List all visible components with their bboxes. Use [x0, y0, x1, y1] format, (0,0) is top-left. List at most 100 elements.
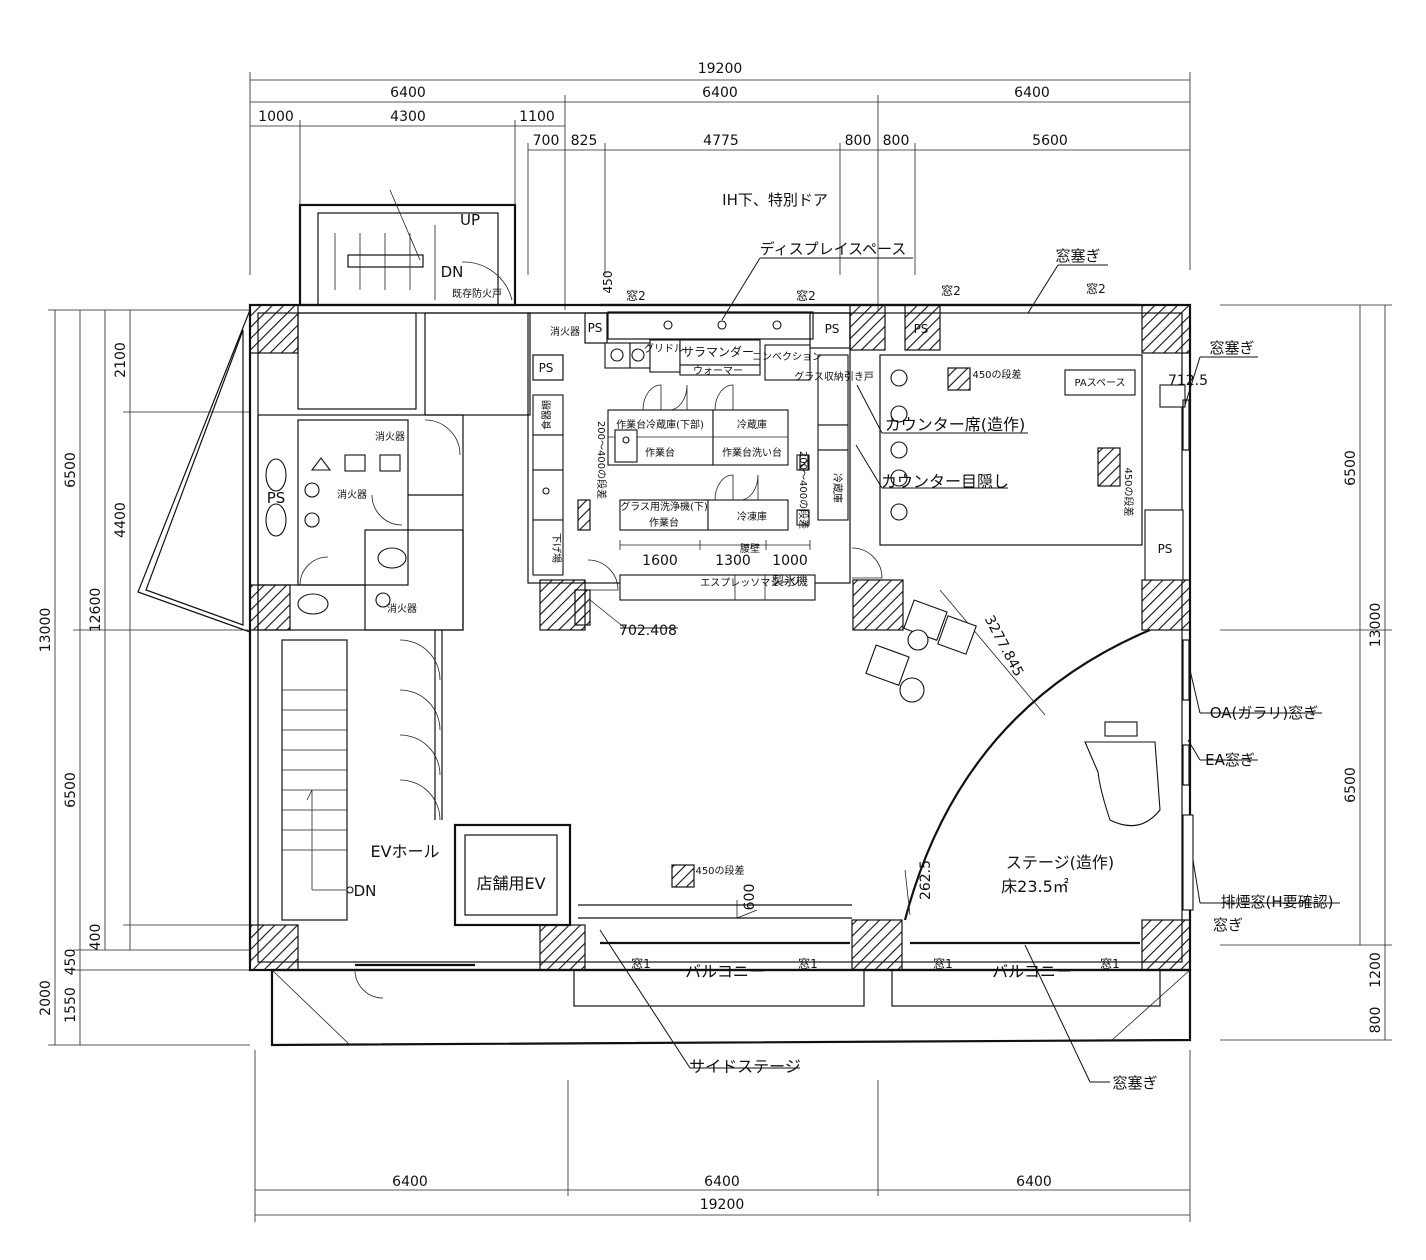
- left-dimension-chain: 13000 2000 6500 6500 450 1550 12600 2100…: [38, 309, 250, 1046]
- label-window1-b: 窓1: [798, 956, 818, 971]
- balcony-windows: [355, 303, 1140, 967]
- label-dim-1000: 1000: [772, 553, 808, 569]
- label-pa-space: PAスペース: [1074, 378, 1125, 389]
- label-display-space: ディスプレイスペース: [760, 240, 907, 258]
- right-dimension-chain: 6500 6500 13000 1200 800: [1220, 304, 1392, 1041]
- label-side-stage: サイドステージ: [689, 1057, 801, 1076]
- label-ps-1: PS: [588, 321, 603, 335]
- label-espresso: エスプレッソマシーン: [700, 577, 800, 589]
- label-dish-rack: 食器棚: [540, 400, 553, 430]
- label-salamander: サラマンダー: [682, 344, 754, 359]
- label-downsink: 下げ場: [550, 533, 563, 563]
- label-step-450-c: 450の段差: [695, 864, 744, 877]
- dim-top-r2-3: 1100: [519, 109, 555, 125]
- label-ps-5: PS: [1158, 542, 1173, 556]
- label-ps-3: PS: [825, 322, 840, 336]
- dim-right-800: 800: [1368, 1007, 1384, 1034]
- label-griddle: グリドル: [644, 342, 684, 355]
- dim-top-r3-3: 4775: [703, 133, 739, 149]
- ev-hall-walls: [354, 630, 572, 999]
- dim-top-r2-2: 4300: [390, 109, 426, 125]
- dim-top-2: 6400: [702, 85, 738, 101]
- dim-right-1200: 1200: [1368, 952, 1384, 988]
- label-warmer: ウォーマー: [693, 365, 743, 377]
- label-window2-c: 窓2: [941, 283, 961, 298]
- label-dn-bottom: DN: [354, 882, 377, 900]
- label-step-200-400-a: 200〜400の段差: [595, 421, 608, 499]
- label-dim-600: 600: [742, 884, 758, 911]
- label-worktable: 作業台: [645, 446, 675, 459]
- dim-bottom-total: 19200: [700, 1197, 745, 1213]
- label-balcony-a: バルコニー: [685, 962, 765, 981]
- label-stage-area: 床23.5㎡: [1001, 877, 1069, 896]
- label-smoke-window-2: 窓ぎ: [1213, 916, 1243, 934]
- dim-right-6500-a: 6500: [1343, 450, 1359, 486]
- dim-left-1550: 1550: [63, 987, 79, 1023]
- label-dn-top: DN: [441, 263, 464, 281]
- dim-left-450: 450: [63, 949, 79, 976]
- label-ea-window: EA窓ぎ: [1205, 751, 1255, 769]
- dim-left-2000: 2000: [38, 980, 54, 1016]
- structural-columns: [249, 304, 1191, 971]
- label-window-seal-right: 窓塞ぎ: [1209, 339, 1254, 357]
- label-window1-a: 窓1: [631, 956, 651, 971]
- label-worktable-2: 作業台: [649, 516, 679, 529]
- label-window2-d: 窓2: [1086, 281, 1106, 296]
- label-window1-d: 窓1: [1100, 956, 1120, 971]
- label-smoke-window-1: 排煙窓(H要確認): [1221, 893, 1334, 911]
- dim-left-400: 400: [88, 924, 104, 951]
- leader-lines: [599, 257, 1340, 1083]
- label-dim-1300: 1300: [715, 553, 751, 569]
- dim-top-r3-4: 800: [845, 133, 872, 149]
- label-step-450-a: 450の段差: [972, 368, 1021, 381]
- label-convection: コンベクション: [752, 351, 822, 363]
- dim-left-6500-b: 6500: [63, 772, 79, 808]
- bottom-dimension-chain: 6400 6400 6400 19200: [254, 1050, 1191, 1222]
- label-stage: ステージ(造作): [1006, 853, 1114, 872]
- dim-top-r3-2: 825: [571, 133, 598, 149]
- label-waist-wall: 腰壁: [740, 542, 760, 555]
- dim-left-4400: 4400: [113, 502, 129, 538]
- left-service-core: [257, 189, 531, 921]
- dining-area: [578, 354, 1194, 921]
- label-glass-storage: グラス収納引き戸: [794, 370, 874, 383]
- label-fire-door: 既存防火戸: [452, 287, 502, 300]
- label-fire-ext-1: 消火器: [550, 325, 580, 338]
- lower-stair-treads: [282, 689, 347, 851]
- kitchen: [527, 311, 883, 629]
- label-fire-ext-2: 消火器: [375, 430, 405, 443]
- label-fridge-table: 作業台冷蔵庫(下部): [616, 418, 704, 431]
- label-fire-ext-4: 消火器: [387, 602, 417, 615]
- label-window2-a: 窓2: [626, 288, 646, 303]
- label-oa-window: OA(ガラリ)窓ぎ: [1210, 704, 1319, 722]
- label-ih-door: IH下、特別ドア: [722, 191, 828, 209]
- label-ev-hall: EVホール: [370, 842, 439, 861]
- dim-left-13000: 13000: [38, 608, 54, 653]
- label-up: UP: [460, 211, 480, 229]
- label-worktable-sink: 作業台洗い台: [722, 446, 782, 459]
- dim-top-r3-5: 800: [883, 133, 910, 149]
- label-balcony-b: バルコニー: [992, 962, 1072, 981]
- label-ps-4: PS: [914, 322, 929, 336]
- dim-top-total: 19200: [698, 61, 743, 77]
- label-window-seal-top: 窓塞ぎ: [1055, 247, 1100, 265]
- top-dimension-chain: 19200 6400 6400 6400 1000 4300 1100 700 …: [249, 61, 1191, 310]
- label-freezer: 冷凍庫: [737, 510, 767, 523]
- dim-top-3: 6400: [1014, 85, 1050, 101]
- label-step-200-400-b: 200〜400の段差: [797, 451, 810, 529]
- dim-right-13000: 13000: [1368, 603, 1384, 648]
- dim-top-r3-1: 700: [533, 133, 560, 149]
- dim-left-2100: 2100: [113, 342, 129, 378]
- label-ice-machine: 製氷機: [772, 573, 808, 588]
- dim-top-r3-6: 5600: [1032, 133, 1068, 149]
- label-dishwasher: グラス用洗浄機(下): [620, 500, 708, 513]
- dim-left-12600: 12600: [88, 588, 104, 633]
- dim-top-1: 6400: [390, 85, 426, 101]
- label-step-450-v: 450: [601, 271, 615, 294]
- label-ps-6: PS: [267, 489, 286, 507]
- label-dim-262: 262.5: [918, 860, 934, 900]
- label-dim-1600: 1600: [642, 553, 678, 569]
- label-cold-storage: 冷蔵庫: [831, 473, 844, 503]
- dim-right-6500-b: 6500: [1343, 767, 1359, 803]
